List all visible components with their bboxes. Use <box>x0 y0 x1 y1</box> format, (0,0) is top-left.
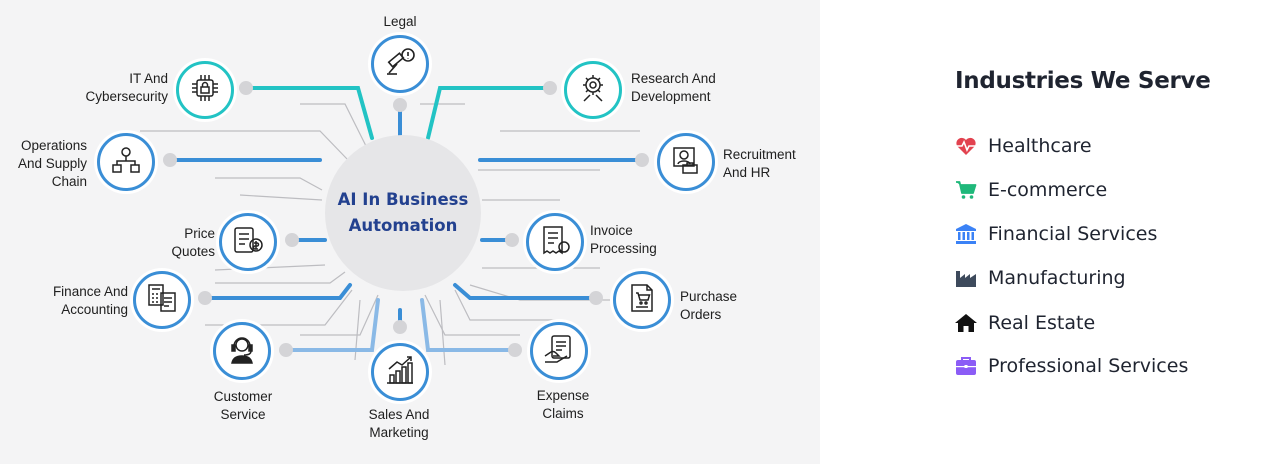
node-finance-accounting[interactable] <box>133 271 191 329</box>
node-customer-service-label: Customer Service <box>213 389 273 422</box>
node-recruitment-hr-label: Recruitment And HR <box>723 147 796 180</box>
price-quote-icon <box>231 223 265 262</box>
node-it-cybersecurity-label: IT And Cybersecurity <box>85 71 168 104</box>
node-price-quotes-label: Price Quotes <box>171 226 215 259</box>
node-research-development-label: Research And Development <box>631 71 716 104</box>
node-invoice-processing-label: Invoice Processing <box>590 223 657 256</box>
industry-ecommerce[interactable]: E-commerce <box>954 177 1107 203</box>
industry-manufacturing-label: Manufacturing <box>988 267 1126 289</box>
calculator-icon <box>145 281 179 320</box>
headset-icon <box>225 332 259 371</box>
bank-icon <box>954 223 978 245</box>
industry-real-estate-label: Real Estate <box>988 312 1096 334</box>
node-invoice-processing[interactable] <box>526 213 584 271</box>
invoice-icon <box>538 223 572 262</box>
supply-chain-icon <box>109 143 143 182</box>
node-purchase-orders[interactable] <box>613 271 671 329</box>
industries-title: Industries We Serve <box>955 68 1211 94</box>
node-expense-claims[interactable] <box>530 322 588 380</box>
node-price-quotes[interactable] <box>219 213 277 271</box>
node-legal-label: Legal <box>383 14 417 29</box>
node-sales-marketing-label: Sales And Marketing <box>368 407 430 440</box>
shopping-cart-icon <box>954 179 978 201</box>
automation-diagram: AI In Business Automation Legal IT And C… <box>0 0 820 464</box>
hub-circle: AI In Business Automation <box>325 135 481 291</box>
node-finance-accounting-label: Finance And Accounting <box>52 284 128 317</box>
node-sales-marketing[interactable] <box>371 343 429 401</box>
expense-claim-icon <box>542 332 576 371</box>
node-operations-supply-chain[interactable] <box>97 133 155 191</box>
gavel-icon <box>383 45 417 84</box>
heartbeat-icon <box>954 135 978 157</box>
house-icon <box>954 312 978 334</box>
briefcase-icon <box>954 355 978 377</box>
node-it-cybersecurity[interactable] <box>176 61 234 119</box>
purchase-order-icon <box>625 281 659 320</box>
node-customer-service[interactable] <box>213 322 271 380</box>
node-purchase-orders-label: Purchase Orders <box>680 289 738 322</box>
connector-lines <box>140 81 649 366</box>
industry-financial-services[interactable]: Financial Services <box>954 221 1157 247</box>
hub-title: AI In Business Automation <box>337 190 469 235</box>
growth-chart-icon <box>383 353 417 392</box>
gear-research-icon <box>576 71 610 110</box>
node-research-development[interactable] <box>564 61 622 119</box>
chip-lock-icon <box>188 71 222 110</box>
industry-healthcare-label: Healthcare <box>988 135 1092 157</box>
node-legal[interactable] <box>371 35 429 93</box>
node-operations-supply-chain-label: Operations And Supply Chain <box>17 138 87 189</box>
node-expense-claims-label: Expense Claims <box>536 388 590 421</box>
industry-professional-services[interactable]: Professional Services <box>954 353 1188 379</box>
industry-financial-services-label: Financial Services <box>988 223 1158 245</box>
industry-healthcare[interactable]: Healthcare <box>954 133 1092 159</box>
industry-real-estate[interactable]: Real Estate <box>954 310 1095 336</box>
factory-icon <box>954 267 978 289</box>
industry-professional-services-label: Professional Services <box>988 355 1189 377</box>
recruitment-icon <box>669 143 703 182</box>
node-recruitment-hr[interactable] <box>657 133 715 191</box>
industry-manufacturing[interactable]: Manufacturing <box>954 265 1126 291</box>
industry-ecommerce-label: E-commerce <box>988 179 1108 201</box>
